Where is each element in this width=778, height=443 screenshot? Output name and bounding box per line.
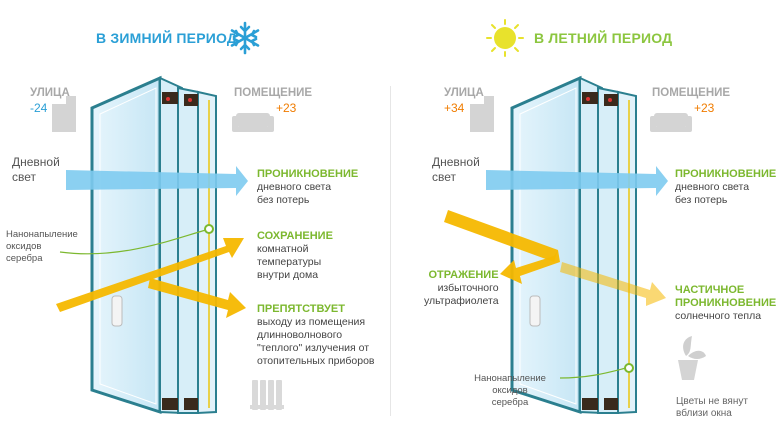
- winter-street-value: -24: [30, 101, 48, 115]
- summer-street-value: +34: [444, 101, 465, 115]
- winter-room-value: +23: [276, 101, 297, 115]
- summer-street-label: УЛИЦА: [444, 87, 484, 99]
- summer-coating-pointer: [559, 367, 627, 379]
- winter-daylight-label: Дневной свет: [12, 155, 60, 184]
- flower-pot-icon: [678, 336, 706, 380]
- winter-prevents-block: ПРЕПЯТСТВУЕТ выходу из помещения длиннов…: [257, 303, 375, 367]
- summer-partial-block: ЧАСТИЧНОЕ ПРОНИКНОВЕНИЕ солнечного тепла: [675, 284, 777, 322]
- summer-daylight-arrow: [486, 166, 668, 196]
- winter-retention-block: СОХРАНЕНИЕ комнатной температуры внутри …: [257, 230, 333, 281]
- winter-title: В ЗИМНИЙ ПЕРИОД: [96, 30, 238, 46]
- summer-coating-label: Нанонапыление оксидов серебра: [474, 373, 546, 408]
- building-icon: [52, 96, 76, 132]
- summer-partial-arrow: [560, 262, 666, 306]
- winter-room-label: ПОМЕЩЕНИЕ: [234, 87, 313, 99]
- summer-room-value: +23: [694, 101, 715, 115]
- summer-sofa-icon: [650, 113, 692, 132]
- radiator-icon: [250, 380, 284, 410]
- summer-reflected-ray: [500, 250, 560, 284]
- summer-room-label: ПОМЕЩЕНИЕ: [652, 87, 731, 99]
- summer-penetration-block: ПРОНИКНОВЕНИЕ дневного света без потерь: [675, 168, 777, 206]
- sofa-icon: [232, 113, 274, 132]
- winter-street-label: УЛИЦА: [30, 87, 70, 99]
- winter-window: [90, 75, 217, 415]
- winter-penetration-block: ПРОНИКНОВЕНИЕ дневного света без потерь: [257, 168, 359, 206]
- winter-coating-pointer: [59, 229, 207, 255]
- winter-daylight-arrow: [66, 166, 248, 196]
- summer-reflection-block: ОТРАЖЕНИЕ избыточного ультрафиолета: [424, 269, 499, 307]
- summer-incoming-ray: [444, 210, 558, 262]
- winter-retain-arrow: [56, 238, 244, 312]
- winter-coating-label: Нанонапыление оксидов серебра: [6, 229, 78, 264]
- summer-title: В ЛЕТНИЙ ПЕРИОД: [534, 30, 673, 46]
- summer-building-icon: [470, 96, 494, 132]
- winter-reflect-arrow: [148, 278, 246, 318]
- panel-divider: [390, 86, 391, 416]
- summer-daylight-label: Дневной свет: [432, 155, 480, 184]
- summer-window: [510, 75, 637, 415]
- summer-flowers-label: Цветы не вянут вблизи окна: [676, 396, 748, 419]
